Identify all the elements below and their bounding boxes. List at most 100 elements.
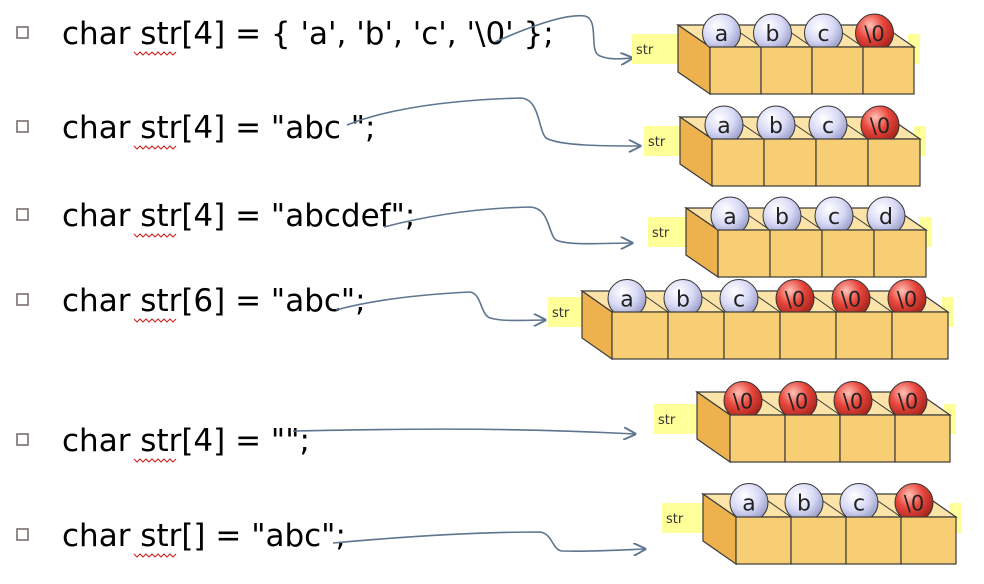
cell-char: d	[879, 205, 893, 230]
pointer-arrow	[292, 429, 635, 434]
cell-char: b	[797, 492, 811, 517]
code-declaration: char str[4] = "abcdef";	[62, 198, 415, 234]
cell-char: \0	[870, 114, 890, 138]
cell-char: \0	[843, 390, 863, 414]
cell-char: b	[766, 22, 780, 47]
code-declaration: char str[4] = { 'a', 'b', 'c', '\0' };	[62, 16, 554, 52]
array-cell	[760, 46, 813, 95]
cell-char: \0	[785, 288, 805, 312]
example-row: char str[6] = "abc"; str a b c \0 \0 \0	[16, 279, 954, 361]
bullet-square-icon	[16, 528, 29, 541]
spellcheck-squiggle	[133, 145, 177, 150]
array-cell	[717, 229, 771, 278]
cell-char: c	[817, 22, 829, 47]
array-cell	[815, 138, 869, 187]
char-ball: b	[663, 279, 703, 318]
cell-char: a	[723, 205, 736, 230]
cell-char: c	[853, 492, 865, 517]
null-terminator-ball: \0	[833, 381, 873, 420]
spellcheck-squiggle	[133, 318, 177, 323]
pointer-arrow	[332, 531, 645, 551]
pointer-arrow	[335, 291, 545, 321]
spellcheck-squiggle	[133, 458, 177, 463]
array-cell	[711, 138, 765, 187]
char-ball: a	[702, 13, 741, 53]
char-ball: a	[710, 196, 750, 236]
spellcheck-squiggle	[133, 553, 177, 558]
array-cell	[763, 138, 817, 187]
cell-char: a	[620, 288, 633, 313]
array-cell	[729, 414, 786, 463]
code-declaration: char str[6] = "abc";	[62, 283, 366, 319]
array-cell	[821, 229, 875, 278]
code-declaration: char str[4] = "";	[62, 423, 310, 459]
char-ball: a	[607, 279, 647, 318]
array-cell	[891, 311, 949, 360]
null-terminator-ball: \0	[888, 381, 928, 420]
char-ball: b	[784, 483, 824, 522]
cell-char: \0	[788, 390, 808, 414]
char-ball: c	[839, 483, 879, 522]
char-ball: c	[814, 196, 854, 236]
array-cell	[769, 229, 823, 278]
bullet-square-icon	[16, 293, 29, 306]
array-cell	[784, 414, 841, 463]
cell-char: c	[733, 288, 745, 313]
spellcheck-squiggle	[133, 233, 177, 238]
pointer-arrow	[346, 97, 640, 146]
array-cell	[845, 516, 902, 565]
char-ball: c	[804, 13, 843, 53]
char-ball: d	[866, 196, 906, 236]
variable-label: str	[648, 135, 666, 150]
null-terminator-ball: \0	[887, 279, 927, 318]
null-terminator-ball: \0	[831, 279, 871, 318]
null-terminator-ball: \0	[775, 279, 815, 318]
cell-char: c	[822, 114, 834, 139]
null-terminator-ball: \0	[894, 483, 934, 522]
char-ball: c	[808, 105, 848, 145]
variable-label: str	[666, 512, 684, 527]
cell-char: a	[717, 114, 730, 139]
array-cell	[862, 46, 915, 95]
variable-label: str	[552, 306, 570, 321]
null-terminator-ball: \0	[778, 381, 818, 420]
bullet-square-icon	[16, 208, 29, 221]
null-terminator-ball: \0	[723, 381, 763, 420]
cell-char: b	[769, 114, 783, 139]
spellcheck-squiggle	[133, 51, 177, 56]
example-row: char str[4] = { 'a', 'b', 'c', '\0' }; st…	[16, 13, 920, 96]
cell-char: \0	[841, 288, 861, 312]
array-cell	[709, 46, 762, 95]
variable-label: str	[636, 43, 654, 58]
bullet-square-icon	[16, 120, 29, 133]
array-cell	[867, 138, 921, 187]
char-ball: b	[762, 196, 802, 236]
null-terminator-ball: \0	[860, 105, 900, 145]
char-ball: a	[729, 483, 769, 522]
array-cell	[735, 516, 792, 565]
label-highlight	[632, 34, 686, 64]
char-ball: b	[753, 13, 792, 53]
cell-char: c	[828, 205, 840, 230]
array-cell	[873, 229, 927, 278]
cell-char: \0	[898, 390, 918, 414]
variable-label: str	[658, 413, 676, 428]
array-cell	[894, 414, 951, 463]
cell-char: a	[715, 22, 728, 47]
cell-char: a	[742, 492, 755, 517]
char-ball: a	[704, 105, 744, 145]
cell-char: \0	[733, 390, 753, 414]
array-cell	[779, 311, 837, 360]
cell-char: \0	[904, 492, 924, 516]
bullet-square-icon	[16, 433, 29, 446]
array-cell	[839, 414, 896, 463]
pointer-arrow	[494, 14, 632, 59]
array-cell	[723, 311, 781, 360]
array-cell	[811, 46, 864, 95]
example-row: char str[4] = ""; str \0 \0 \0 \0	[16, 381, 956, 464]
array-cell	[900, 516, 957, 565]
